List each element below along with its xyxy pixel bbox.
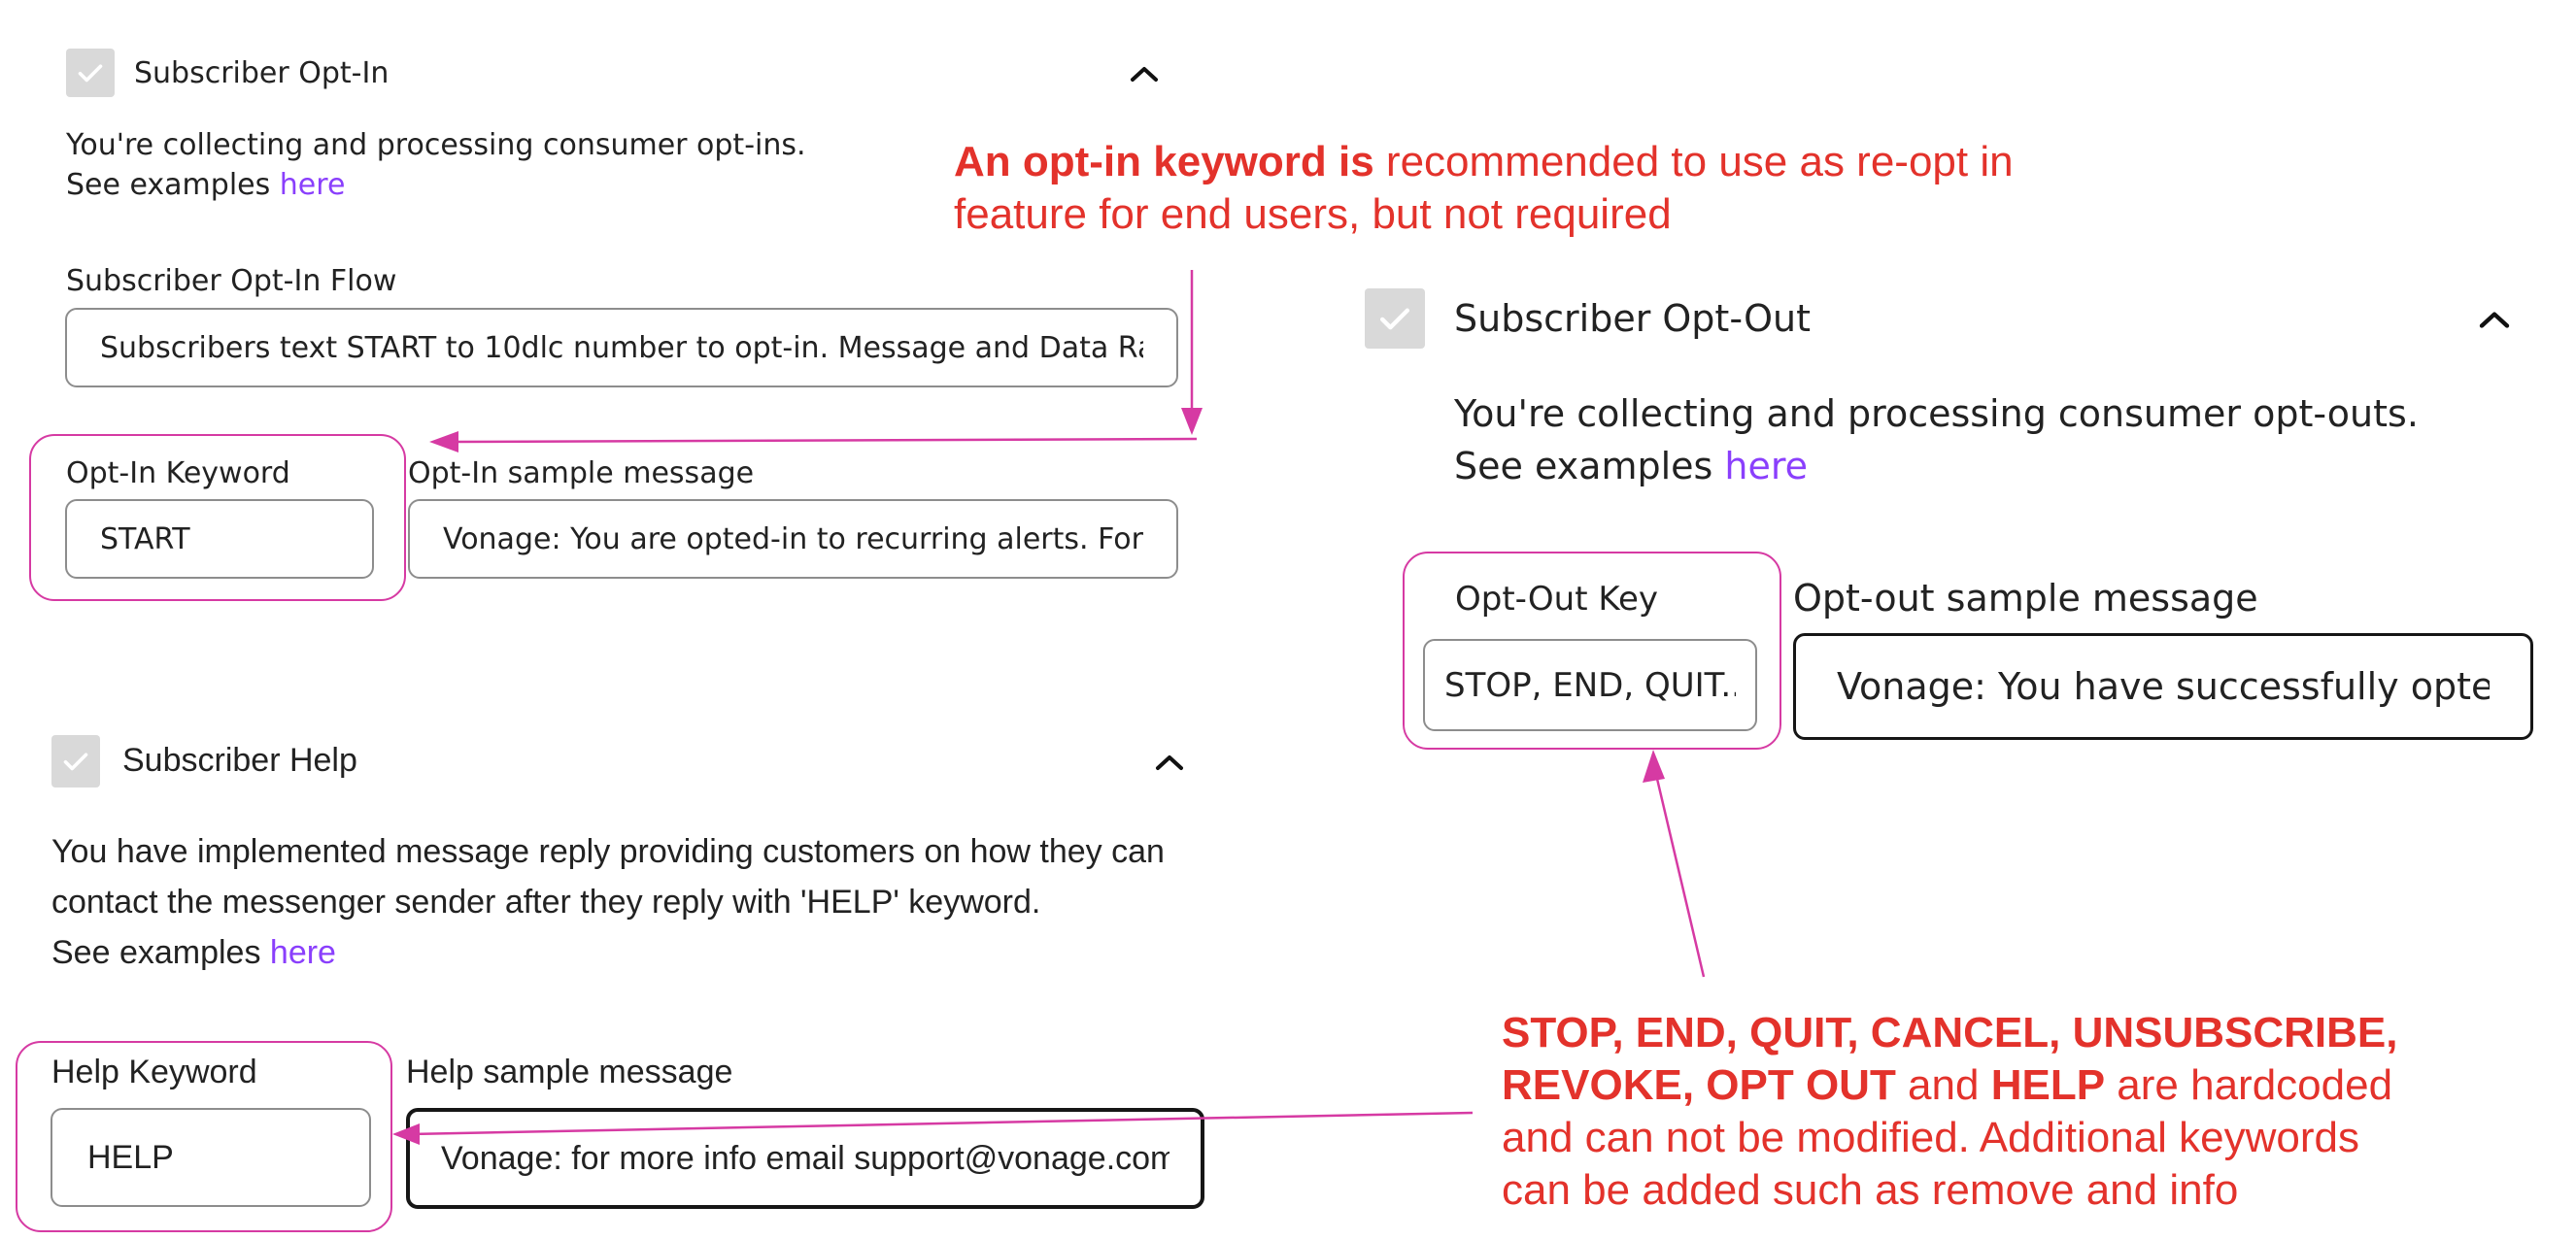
help-examples: See examples here <box>51 934 336 972</box>
chevron-up-icon[interactable] <box>1127 62 1162 85</box>
optin-arrow-down-head <box>1181 408 1203 435</box>
optin-section-title: Subscriber Opt-In <box>134 56 390 90</box>
optin-description: You're collecting and processing consume… <box>66 128 806 162</box>
optout-keyword-input[interactable]: STOP, END, QUIT... <box>1423 639 1757 731</box>
help-keyword-highlight <box>16 1041 392 1232</box>
optin-flow-value: Subscribers text START to 10dlc number t… <box>100 330 1143 365</box>
keywords-annotation-and: and <box>1895 1061 1991 1109</box>
help-keyword-label: Help Keyword <box>51 1054 257 1090</box>
keywords-annotation-bold3: HELP <box>1990 1061 2106 1109</box>
optout-sample-input[interactable]: Vonage: You have successfully optec <box>1793 633 2533 740</box>
checkmark-icon <box>78 64 103 83</box>
optout-keyword-value: STOP, END, QUIT... <box>1444 665 1736 705</box>
help-checkbox[interactable] <box>51 735 100 788</box>
keywords-annotation-rest2: are hardcoded <box>2105 1061 2393 1109</box>
help-examples-link[interactable]: here <box>269 934 336 971</box>
optin-annotation: An opt-in keyword is recommended to use … <box>954 136 2014 241</box>
checkmark-icon <box>63 753 88 771</box>
optout-checkbox[interactable] <box>1365 288 1425 349</box>
optin-sample-value: Vonage: You are opted-in to recurring al… <box>443 521 1143 556</box>
optout-examples-prefix: See examples <box>1454 445 1725 487</box>
optin-arrow-left-head <box>429 431 458 452</box>
optin-examples: See examples here <box>66 168 345 202</box>
help-keyword-input[interactable]: HELP <box>51 1108 371 1207</box>
optout-examples-link[interactable]: here <box>1724 445 1809 487</box>
optin-annotation-rest: recommended to use as re-opt in <box>1373 138 2014 185</box>
optout-examples: See examples here <box>1454 445 1808 487</box>
optout-section-title: Subscriber Opt-Out <box>1454 297 1811 340</box>
help-keyword-value: HELP <box>87 1138 174 1176</box>
optout-arrow-up <box>1655 778 1706 978</box>
help-description-line1: You have implemented message reply provi… <box>51 833 1165 870</box>
chevron-up-icon[interactable] <box>2475 307 2514 332</box>
checkmark-icon <box>1379 308 1410 330</box>
optin-sample-input[interactable]: Vonage: You are opted-in to recurring al… <box>408 499 1178 579</box>
optin-flow-label: Subscriber Opt-In Flow <box>66 264 397 298</box>
optin-examples-prefix: See examples <box>66 168 280 202</box>
optout-sample-value: Vonage: You have successfully optec <box>1837 665 2490 708</box>
chevron-up-icon[interactable] <box>1152 751 1187 774</box>
optout-arrow-up-head <box>1643 750 1665 783</box>
help-examples-prefix: See examples <box>51 934 270 971</box>
keywords-annotation-bold2: REVOKE, OPT OUT <box>1502 1061 1896 1109</box>
optin-examples-link[interactable]: here <box>279 168 346 202</box>
help-sample-label: Help sample message <box>406 1054 733 1090</box>
optout-keyword-highlight <box>1403 552 1781 750</box>
help-sample-input[interactable]: Vonage: for more info email support@vona… <box>406 1108 1204 1209</box>
optin-flow-input[interactable]: Subscribers text START to 10dlc number t… <box>65 308 1178 387</box>
optin-sample-label: Opt-In sample message <box>408 456 755 490</box>
keywords-annotation-bold1: STOP, END, QUIT, CANCEL, UNSUBSCRIBE, <box>1502 1009 2398 1056</box>
optout-description: You're collecting and processing consume… <box>1454 392 2419 435</box>
optin-keyword-label: Opt-In Keyword <box>66 456 290 490</box>
keywords-annotation-line3: and can not be modified. Additional keyw… <box>1502 1114 2360 1161</box>
help-section-title: Subscriber Help <box>122 742 357 779</box>
optin-keyword-value: START <box>100 521 190 556</box>
keywords-annotation: STOP, END, QUIT, CANCEL, UNSUBSCRIBE, RE… <box>1502 1007 2398 1217</box>
keywords-annotation-line4: can be added such as remove and info <box>1502 1166 2239 1214</box>
help-description-line2: contact the messenger sender after they … <box>51 884 1041 921</box>
optin-arrow-left <box>454 437 1198 444</box>
optin-checkbox[interactable] <box>66 49 115 97</box>
optin-keyword-highlight <box>29 434 406 601</box>
optin-keyword-input[interactable]: START <box>65 499 374 579</box>
optout-sample-label: Opt-out sample message <box>1793 577 2258 620</box>
optout-keyword-label: Opt-Out Key <box>1455 580 1658 619</box>
optin-annotation-bold: An opt-in keyword is <box>954 138 1374 185</box>
help-sample-value: Vonage: for more info email support@vona… <box>441 1139 1169 1177</box>
optin-annotation-line2: feature for end users, but not required <box>954 190 1672 238</box>
